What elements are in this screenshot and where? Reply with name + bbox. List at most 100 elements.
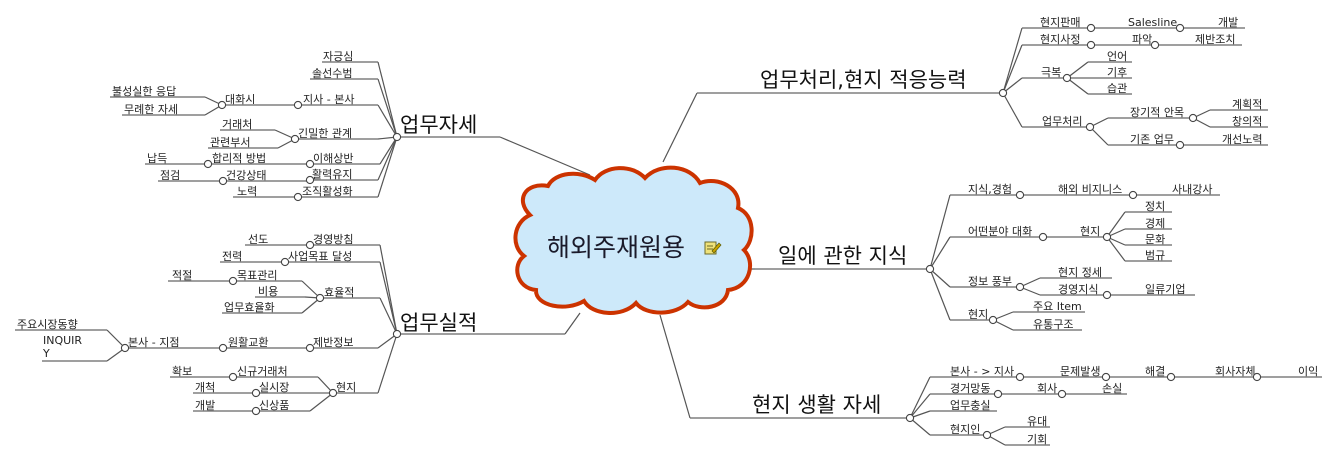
node-label[interactable]: 조직활성화: [302, 184, 353, 198]
node-label[interactable]: 현지 정세: [1058, 266, 1102, 279]
node-label[interactable]: 유통구조: [1033, 318, 1073, 331]
node-knowledge-exp-biz[interactable]: 해외 비지니스: [1020, 182, 1133, 196]
node-label[interactable]: 극복: [1041, 66, 1061, 79]
collapse-toggle[interactable]: [1086, 23, 1096, 33]
node-performance-efficient-target-proper[interactable]: 적절: [168, 269, 233, 282]
node-life-hq-problem-solve-company[interactable]: 회사자체: [1171, 365, 1257, 378]
node-label[interactable]: Salesline: [1128, 16, 1177, 29]
node-label[interactable]: 문화: [1145, 233, 1165, 246]
node-attitude-close[interactable]: 긴밀한 관계: [295, 127, 378, 140]
node-label[interactable]: 경거망동: [950, 382, 990, 395]
node-attitude-conflict-rational-persuade[interactable]: 납득: [145, 152, 208, 165]
node-attitude-conflict[interactable]: 이해상반: [310, 151, 380, 165]
node-life-rash-company-loss[interactable]: 손실: [1062, 382, 1127, 395]
node-life-faithful[interactable]: 업무충실: [930, 399, 997, 412]
node-attitude-branch-hq-conversation-insincere[interactable]: 불성실한 응답: [110, 85, 205, 98]
collapse-toggle[interactable]: [982, 430, 992, 440]
node-attitude-branch-hq[interactable]: 지사 - 본사: [298, 93, 378, 106]
main-topic-node-adapt[interactable]: 업무처리,현지 적응능력: [697, 68, 1003, 94]
node-label[interactable]: 현지인: [950, 423, 980, 436]
collapse-toggle[interactable]: [228, 276, 238, 286]
node-attitude-pride[interactable]: 자긍심: [322, 50, 378, 63]
node-label[interactable]: 기존 업무: [1130, 133, 1174, 146]
node-adapt-overcome-custom[interactable]: 습관: [1088, 82, 1132, 95]
node-knowledge-talk-local-economy[interactable]: 경제: [1125, 217, 1172, 230]
node-adapt-sales-salesline[interactable]: Salesline: [1091, 16, 1180, 29]
collapse-toggle[interactable]: [218, 343, 228, 353]
node-adapt-overcome-climate[interactable]: 기후: [1067, 66, 1132, 79]
node-label[interactable]: 지사 - 본사: [303, 93, 354, 106]
node-label[interactable]: 대화시: [225, 93, 255, 106]
node-label[interactable]: 합리적 방법: [212, 152, 266, 165]
node-performance-info-exchange-hq-branch[interactable]: 본사 - 지점: [125, 336, 223, 349]
node-label[interactable]: 일에 관한 지식: [778, 244, 907, 268]
node-label[interactable]: 일류기업: [1145, 282, 1185, 296]
node-adapt-handling-longterm[interactable]: 장기적 안목: [1108, 106, 1193, 119]
central-topic[interactable]: 해외주재원용: [547, 233, 685, 262]
node-attitude-conflict-rational[interactable]: 합리적 방법: [208, 152, 310, 165]
node-label[interactable]: 자긍심: [323, 50, 353, 63]
collapse-toggle[interactable]: [1015, 190, 1025, 200]
node-label[interactable]: 신상품: [259, 399, 289, 412]
node-label[interactable]: 정치: [1145, 200, 1165, 213]
collapse-toggle[interactable]: [1102, 232, 1112, 242]
collapse-toggle[interactable]: [1015, 372, 1025, 382]
collapse-toggle[interactable]: [1175, 140, 1185, 150]
main-topic-node-knowledge[interactable]: 일에 관한 지식: [755, 244, 930, 270]
collapse-toggle[interactable]: [305, 175, 315, 185]
node-attitude-org[interactable]: 조직활성화: [298, 184, 378, 198]
node-label[interactable]: 업무충실: [950, 399, 990, 412]
collapse-toggle[interactable]: [1057, 389, 1067, 399]
node-adapt-overcome[interactable]: 극복: [1022, 66, 1067, 79]
node-attitude-vitality-health-check[interactable]: 점검: [158, 169, 223, 182]
node-label[interactable]: 파악: [1132, 33, 1152, 46]
node-label[interactable]: 사업목표 달성: [288, 250, 352, 263]
node-life-locals[interactable]: 현지인: [930, 423, 987, 436]
collapse-toggle[interactable]: [251, 388, 261, 398]
node-label[interactable]: 주요 Item: [1033, 300, 1082, 313]
node-label[interactable]: 계획적: [1232, 98, 1262, 111]
node-label[interactable]: 습관: [1107, 82, 1127, 95]
collapse-toggle[interactable]: [1166, 372, 1176, 382]
node-adapt-handling-longterm-creative[interactable]: 창의적: [1210, 115, 1268, 128]
collapse-toggle[interactable]: [305, 159, 315, 169]
node-label[interactable]: 문제발생: [1060, 365, 1100, 378]
node-label[interactable]: 납득: [147, 152, 167, 165]
node-label[interactable]: 신규거래처: [237, 365, 288, 378]
node-label[interactable]: 효율적: [324, 286, 354, 299]
node-label[interactable]: 경영방침: [313, 233, 353, 246]
node-label[interactable]: 본사 - 지점: [128, 336, 179, 349]
collapse-toggle[interactable]: [905, 413, 915, 423]
collapse-toggle[interactable]: [328, 388, 338, 398]
collapse-toggle[interactable]: [305, 240, 315, 250]
collapse-toggle[interactable]: [1150, 40, 1160, 50]
collapse-toggle[interactable]: [1188, 113, 1198, 123]
node-label[interactable]: 해결: [1145, 364, 1165, 378]
node-label[interactable]: 점검: [160, 169, 180, 182]
node-label[interactable]: 정보 풍부: [968, 275, 1012, 288]
node-life-hq[interactable]: 본사 - > 지사: [930, 365, 1020, 378]
node-label[interactable]: INQUIR: [43, 334, 82, 347]
node-label[interactable]: 무례한 자세: [124, 103, 178, 116]
node-adapt-situation-grasp[interactable]: 파악: [1091, 33, 1155, 46]
collapse-toggle[interactable]: [392, 132, 402, 142]
node-life-hq-problem-solve[interactable]: 해결: [1106, 364, 1171, 378]
node-label[interactable]: 건강상태: [226, 169, 266, 182]
node-life-hq-problem-solve-company-profit[interactable]: 이익: [1257, 365, 1322, 378]
node-label[interactable]: 노력: [237, 185, 257, 198]
node-label[interactable]: 회사: [1037, 382, 1057, 395]
node-label[interactable]: 현지판매: [1040, 16, 1080, 29]
collapse-toggle[interactable]: [1102, 290, 1112, 300]
node-label[interactable]: 확보: [172, 365, 192, 378]
node-label[interactable]: 손실: [1102, 382, 1122, 395]
node-knowledge-talk-local[interactable]: 현지: [1043, 225, 1107, 238]
node-label[interactable]: 실시장: [259, 381, 289, 394]
collapse-toggle[interactable]: [203, 159, 213, 169]
node-label[interactable]: 선도: [248, 233, 268, 246]
node-label[interactable]: 이익: [1298, 365, 1318, 378]
collapse-toggle[interactable]: [217, 100, 227, 110]
node-knowledge-rich-mgmt[interactable]: 경영지식: [1040, 283, 1107, 296]
node-label[interactable]: 목표관리: [237, 269, 277, 282]
node-label[interactable]: 유대: [1027, 415, 1047, 428]
collapse-toggle[interactable]: [293, 192, 303, 202]
